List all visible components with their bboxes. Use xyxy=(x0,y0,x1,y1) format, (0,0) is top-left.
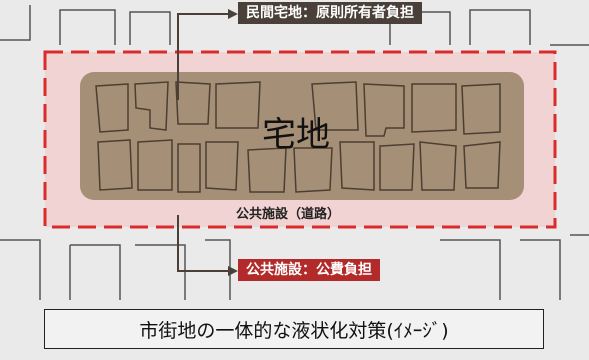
public-facility-leader xyxy=(177,215,232,272)
private-land-callout: 民間宅地：原則所有者負担 xyxy=(238,2,422,24)
leader-lines xyxy=(177,13,232,272)
public-facility-arrow-head xyxy=(228,266,238,276)
outer-lots-bottom xyxy=(0,234,589,300)
public-facility-callout: 公共施設：公費負担 xyxy=(238,259,380,281)
caption-text: 市街地の一体的な液状化対策(ｲﾒｰｼﾞ) xyxy=(139,319,449,342)
lot-outlines xyxy=(95,81,501,193)
liquefaction-diagram xyxy=(0,5,589,300)
outer-lots-top xyxy=(0,5,589,46)
private-land-leader xyxy=(177,13,232,100)
caption-box: 市街地の一体的な液状化対策(ｲﾒｰｼﾞ) xyxy=(44,309,544,349)
public-road-label: 公共施設（道路） xyxy=(236,207,341,222)
residential-area-label: 宅地 xyxy=(262,115,330,155)
private-land-arrow-head xyxy=(228,9,238,19)
